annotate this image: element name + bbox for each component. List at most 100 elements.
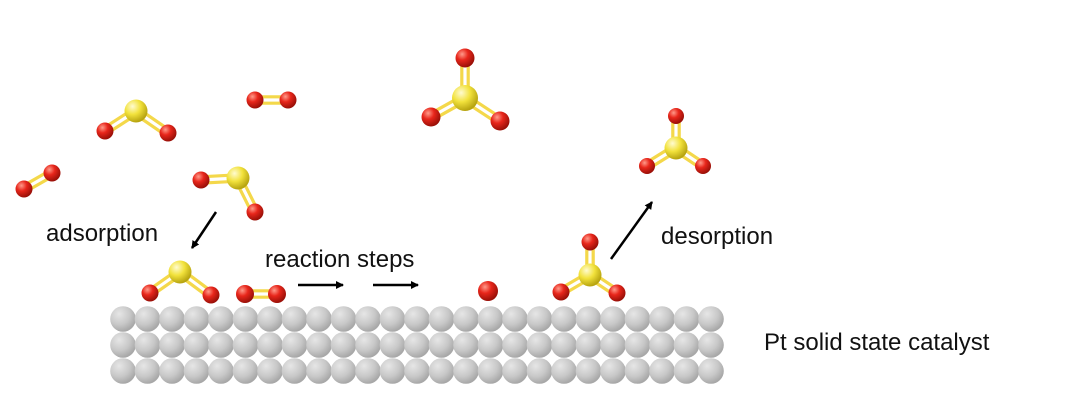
sulfur-atom — [578, 263, 602, 287]
so3-adsorbed — [552, 233, 626, 302]
adsorption-label: adsorption — [46, 220, 159, 247]
pt-atom — [600, 358, 626, 384]
pt-atom — [673, 332, 700, 358]
pt-atom — [649, 306, 675, 332]
so3-desorbed — [639, 108, 711, 174]
pt-atom — [379, 306, 406, 332]
pt-atom — [330, 332, 357, 358]
pt-atom — [379, 358, 406, 384]
pt-atom — [134, 358, 161, 384]
oxygen-atom — [608, 284, 626, 302]
pt-atom — [575, 332, 602, 358]
oxygen-atom — [141, 284, 159, 302]
pt-atom — [453, 332, 479, 358]
oxygen-atom — [202, 286, 220, 304]
pt-atom — [428, 306, 455, 332]
pt-atom — [575, 358, 602, 384]
pt-atom — [330, 306, 357, 332]
pt-catalyst-surface — [110, 306, 724, 384]
catalyst-label: Pt solid state catalyst — [764, 329, 990, 356]
pt-atom — [159, 332, 185, 358]
oxygen-atom — [246, 203, 264, 221]
pt-atom — [355, 358, 381, 384]
pt-atom — [208, 306, 234, 332]
pt-atom — [232, 332, 259, 358]
pt-atom — [110, 332, 136, 358]
pt-atom — [404, 358, 430, 384]
pt-atom — [600, 332, 626, 358]
pt-atom — [330, 358, 357, 384]
pt-atom — [208, 358, 234, 384]
pt-atom — [698, 306, 724, 332]
pt-atom — [355, 332, 381, 358]
oxygen-atom — [279, 91, 297, 109]
desorption-label: desorption — [661, 223, 774, 250]
so2-molecule — [192, 166, 264, 221]
pt-atom — [306, 358, 332, 384]
pt-atom — [208, 332, 234, 358]
pt-atom — [281, 358, 308, 384]
oxygen-atom — [236, 285, 254, 303]
adsorption-arrow — [190, 211, 218, 249]
pt-atom — [428, 332, 455, 358]
pt-atom — [624, 332, 651, 358]
oxygen-atom — [192, 171, 210, 189]
pt-atom — [453, 358, 479, 384]
oxygen-atom — [421, 107, 441, 127]
pt-atom — [257, 358, 283, 384]
pt-atom — [306, 306, 332, 332]
pt-atom — [649, 358, 675, 384]
o2-molecule — [246, 91, 297, 109]
pt-atom — [698, 358, 724, 384]
sulfur-atom — [124, 99, 148, 123]
pt-atom — [526, 306, 553, 332]
pt-atom — [110, 358, 136, 384]
pt-atom — [159, 306, 185, 332]
pt-atom — [575, 306, 602, 332]
pt-atom — [257, 332, 283, 358]
pt-atom — [502, 332, 528, 358]
pt-atom — [404, 332, 430, 358]
pt-atom — [134, 332, 161, 358]
pt-atom — [551, 332, 577, 358]
sulfur-atom — [226, 166, 250, 190]
sulfur-atom — [452, 85, 478, 111]
oxygen-atom — [478, 281, 498, 301]
pt-atom — [134, 306, 161, 332]
pt-atom — [183, 306, 210, 332]
oxygen-atom — [268, 285, 286, 303]
pt-atom — [379, 332, 406, 358]
oxygen-atom — [455, 48, 475, 68]
o2-molecule — [15, 164, 61, 198]
oxygen-atom — [96, 122, 114, 140]
pt-atom — [551, 358, 577, 384]
pt-atom — [673, 306, 700, 332]
pt-atom — [526, 332, 553, 358]
pt-atom — [624, 358, 651, 384]
oxygen-atom — [668, 108, 684, 124]
pt-atom — [306, 332, 332, 358]
pt-atom — [404, 306, 430, 332]
pt-atom — [600, 306, 626, 332]
oxygen-atom — [552, 283, 570, 301]
pt-atom — [673, 358, 700, 384]
oxygen-atom — [695, 158, 711, 174]
pt-atom — [428, 358, 455, 384]
pt-atom — [453, 306, 479, 332]
pt-atom — [281, 332, 308, 358]
pt-atom — [257, 306, 283, 332]
pt-atom — [232, 306, 259, 332]
oxygen-atom — [490, 111, 510, 131]
oxygen-atom — [246, 91, 264, 109]
oxygen-atom — [159, 124, 177, 142]
pt-atom — [502, 358, 528, 384]
reaction-steps-label: reaction steps — [265, 246, 415, 273]
pt-atom — [355, 306, 381, 332]
pt-atom — [232, 358, 259, 384]
pt-atom — [624, 306, 651, 332]
pt-atom — [477, 358, 504, 384]
pt-atom — [183, 332, 210, 358]
o-adsorbed — [478, 281, 498, 301]
